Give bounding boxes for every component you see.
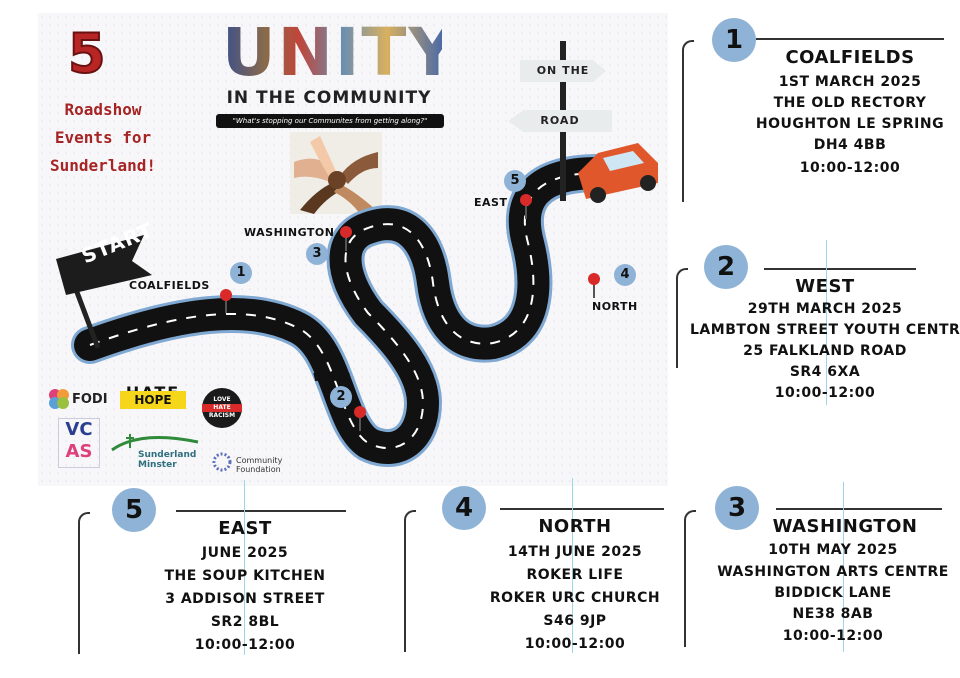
event-date: 1ST MARCH 2025: [778, 74, 922, 90]
event-title: WASHINGTON: [772, 516, 918, 537]
event-postcode: SR2 8BL: [210, 614, 280, 630]
map-pin-4: [588, 273, 600, 298]
event-venue: ROKER LIFE: [526, 567, 624, 583]
map-number-5: 5: [504, 170, 526, 192]
love-music-hate-racism-logo: LOVE HATE RACISM: [202, 388, 242, 428]
joined-hands-image: [290, 132, 382, 214]
logo-line: Foundation: [236, 465, 281, 474]
logo-line: Minster: [138, 460, 177, 470]
community-foundation-icon: [212, 452, 232, 472]
map-label-coalfields: COALFIELDS: [129, 279, 210, 292]
unity-title: UNITY: [222, 14, 459, 91]
tagline-line: Roadshow: [64, 100, 142, 119]
card-top-line: [176, 510, 346, 512]
event-postcode: NE38 8AB: [792, 606, 874, 622]
event-date: 29TH MARCH 2025: [747, 301, 903, 317]
event-postcode: DH4 4BB: [813, 137, 887, 153]
fodi-logo-text: FODI: [72, 392, 108, 407]
event-date: 14TH JUNE 2025: [507, 544, 643, 560]
logo-line: LOVE: [213, 396, 231, 403]
event-title: NORTH: [538, 516, 612, 537]
tagline-line: Events for: [54, 128, 152, 147]
card-top-line: [500, 508, 664, 510]
card-top-line: [776, 508, 942, 510]
map-number-3: 3: [306, 243, 328, 265]
event-title: COALFIELDS: [785, 47, 915, 68]
unity-quote: "What's stopping our Communites from get…: [216, 114, 444, 128]
event-address: ROKER URC CHURCH: [489, 590, 661, 606]
event-date: JUNE 2025: [201, 545, 289, 561]
event-title: EAST: [218, 518, 272, 539]
event-title: WEST: [795, 276, 855, 297]
guide-line: [843, 482, 844, 652]
map-pin-1: [220, 289, 232, 313]
event-number-badge: 3: [715, 486, 759, 530]
map-pin-3: [340, 226, 352, 251]
map-number-4: 4: [614, 264, 636, 286]
map-number-1: 1: [230, 262, 252, 284]
sign-road: ROAD: [508, 110, 612, 132]
event-number-badge: 5: [112, 488, 156, 532]
card-bracket: [676, 268, 688, 368]
event-time: 10:00-12:00: [774, 385, 876, 401]
event-time: 10:00-12:00: [194, 637, 296, 653]
guide-line: [826, 240, 827, 405]
event-postcode: SR4 6XA: [789, 364, 861, 380]
sign-on-the: ON THE: [520, 60, 606, 82]
vcas-logo: VC AS: [58, 418, 100, 468]
map-label-north: NORTH: [592, 300, 638, 313]
logo-line: Community: [236, 456, 283, 465]
card-bracket: [682, 40, 694, 202]
card-bracket: [78, 512, 90, 654]
event-address: BIDDICK LANE: [774, 585, 892, 601]
guide-line: [244, 480, 245, 655]
tagline-line: Sunderland!: [50, 156, 156, 175]
logo-line: HATE: [202, 404, 242, 412]
event-venue: THE OLD RECTORY: [773, 95, 927, 111]
roadshow-tagline: Roadshow Events for Sunderland!: [48, 96, 158, 180]
event-venue: LAMBTON STREET YOUTH CENTRE: [690, 322, 960, 338]
logo-line: RACISM: [208, 412, 236, 419]
car-icon: [578, 143, 658, 203]
map-number-2: 2: [330, 386, 352, 408]
event-time: 10:00-12:00: [799, 160, 901, 176]
event-number-badge: 1: [712, 18, 756, 62]
vcas-line: VC: [65, 419, 93, 440]
event-venue: THE SOUP KITCHEN: [164, 568, 326, 584]
card-top-line: [756, 38, 944, 40]
event-number-badge: 4: [442, 486, 486, 530]
sunderland-minster-swoosh-icon: [111, 434, 199, 452]
event-time: 10:00-12:00: [524, 636, 626, 652]
map-pin-5: [520, 194, 532, 219]
event-venue: WASHINGTON ARTS CENTRE: [717, 564, 949, 580]
unity-subtitle: IN THE COMMUNITY: [226, 88, 432, 108]
event-postcode: S46 9JP: [543, 613, 607, 629]
event-time: 10:00-12:00: [782, 628, 884, 644]
hope-logo-text: HOPE: [120, 391, 186, 409]
card-bracket: [404, 510, 416, 652]
card-top-line: [764, 268, 916, 270]
sunderland-minster-logo: Sunderland Minster: [138, 450, 196, 470]
event-date: 10TH MAY 2025: [768, 542, 898, 558]
roadshow-count: 5: [67, 21, 107, 86]
map-pin-2: [354, 406, 366, 431]
event-number-badge: 2: [704, 245, 748, 289]
logo-line: Sunderland: [138, 450, 197, 460]
event-address: HOUGHTON LE SPRING: [755, 116, 945, 132]
fodi-logo-icon: [48, 388, 70, 410]
event-address: 25 FALKLAND ROAD: [743, 343, 907, 359]
event-address: 3 ADDISON STREET: [165, 591, 325, 607]
card-bracket: [684, 510, 696, 647]
map-label-washington: WASHINGTON: [244, 226, 335, 239]
community-foundation-logo: Community Foundation: [236, 456, 282, 474]
guide-line: [572, 478, 573, 653]
start-flag-icon: [56, 235, 152, 295]
map-label-west: WEST: [313, 371, 351, 384]
vcas-line: AS: [65, 441, 93, 462]
map-label-east: EAST: [474, 196, 508, 209]
